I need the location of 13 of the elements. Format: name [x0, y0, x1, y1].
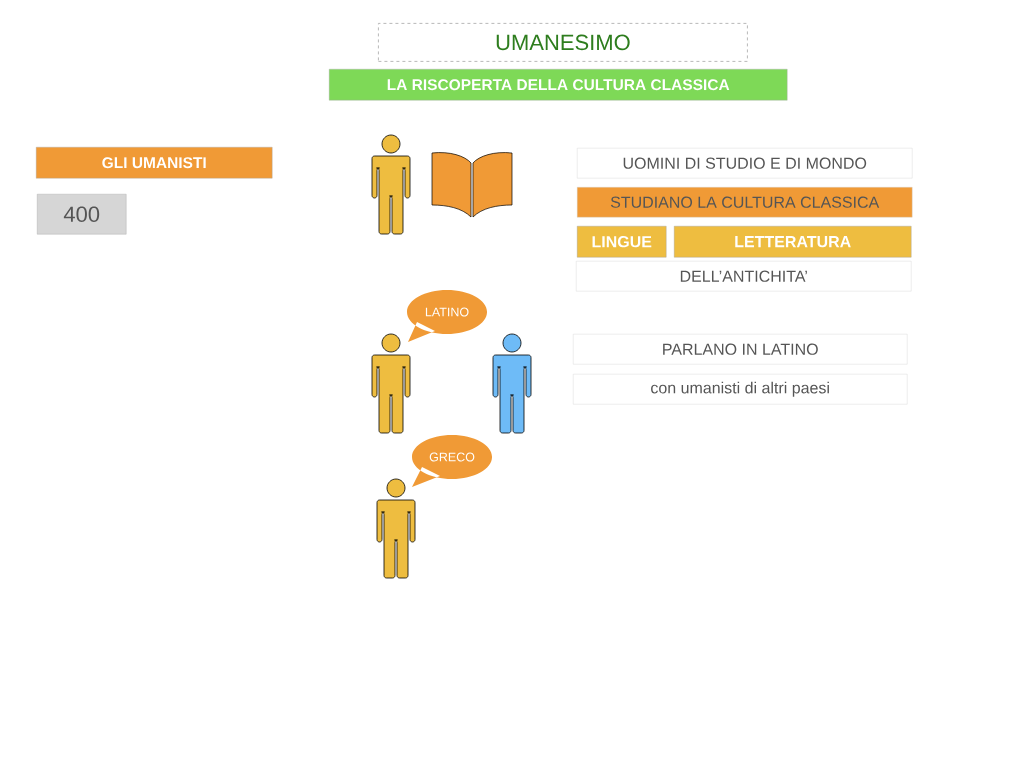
- keyword-box: LETTERATURA: [674, 226, 912, 258]
- title-box: UMANESIMO: [378, 23, 748, 62]
- banner: LA RISCOPERTA DELLA CULTURA CLASSICA: [329, 69, 788, 101]
- heading-box: GLI UMANISTI: [36, 147, 273, 179]
- text-box: UOMINI DI STUDIO E DI MONDO: [577, 148, 913, 179]
- text-box: STUDIANO LA CULTURA CLASSICA: [577, 187, 913, 218]
- text-box: DELL’ANTICHITA’: [576, 261, 912, 292]
- date-box: 400: [37, 194, 127, 235]
- speech-bubble: LATINO: [407, 290, 487, 342]
- keyword-box: LINGUE: [577, 226, 667, 258]
- text-box: con umanisti di altri paesi: [573, 374, 908, 405]
- speech-bubble: GRECO: [412, 435, 492, 487]
- text-box: PARLANO IN LATINO: [573, 334, 908, 365]
